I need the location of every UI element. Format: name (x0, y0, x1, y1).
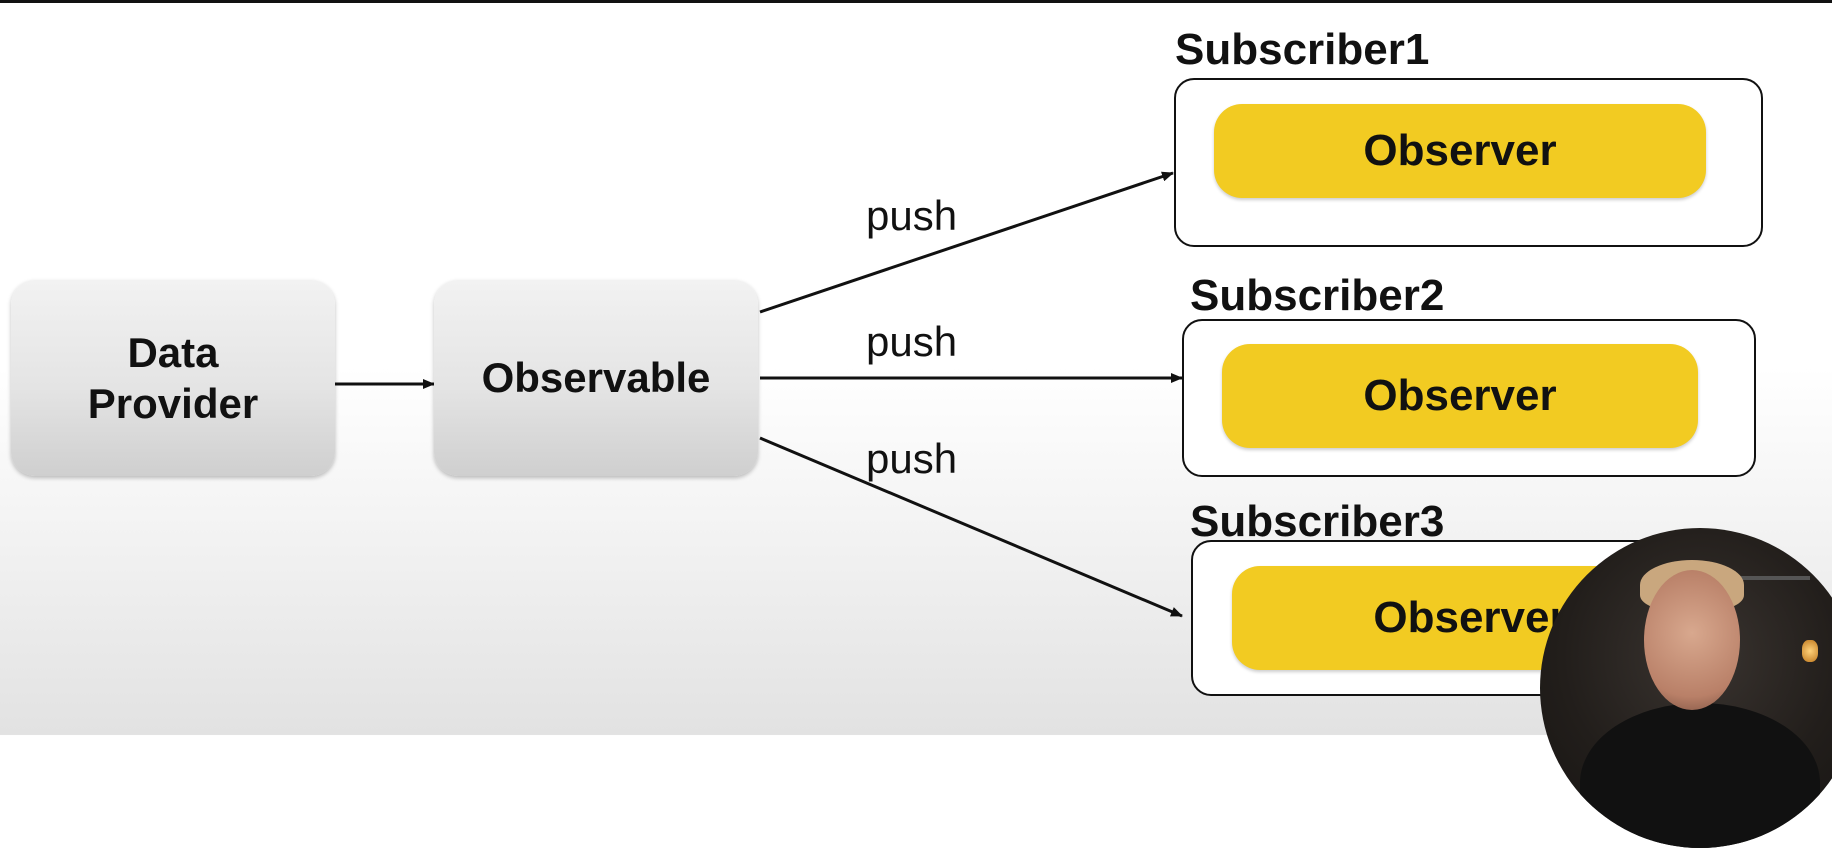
arrows-layer (328, 171, 1183, 618)
observable-node: Observable (434, 280, 758, 476)
subscriber3-title: Subscriber3 (1190, 497, 1445, 546)
push-label-3: push (866, 435, 958, 482)
observer-label: Observer (1363, 371, 1557, 420)
observer-label: Observer (1363, 126, 1557, 175)
observer-label: Observer (1373, 593, 1567, 642)
arrow-push-subscriber3 (759, 436, 1183, 618)
presenter-shoulders (1580, 703, 1820, 848)
push-label-1: push (866, 192, 958, 239)
data-provider-node: Data Provider (11, 280, 335, 476)
subscriber2-title: Subscriber2 (1190, 271, 1445, 320)
push-label-2: push (866, 318, 958, 365)
presenter-webcam-overlay (1540, 528, 1832, 848)
lamp (1802, 640, 1818, 662)
presenter-face (1644, 570, 1740, 710)
subscriber1-observer: Observer (1214, 104, 1706, 198)
subscriber1-box: Observer (1174, 78, 1763, 247)
subscriber2-box: Observer (1182, 319, 1756, 477)
subscriber2-observer: Observer (1222, 344, 1698, 448)
arrow-push-subscriber1 (759, 171, 1174, 314)
shelf (1730, 576, 1810, 580)
data-provider-label: Data Provider (87, 328, 259, 427)
subscriber1-title: Subscriber1 (1175, 25, 1430, 74)
observable-label: Observable (481, 354, 711, 402)
top-border-line (0, 0, 1832, 3)
